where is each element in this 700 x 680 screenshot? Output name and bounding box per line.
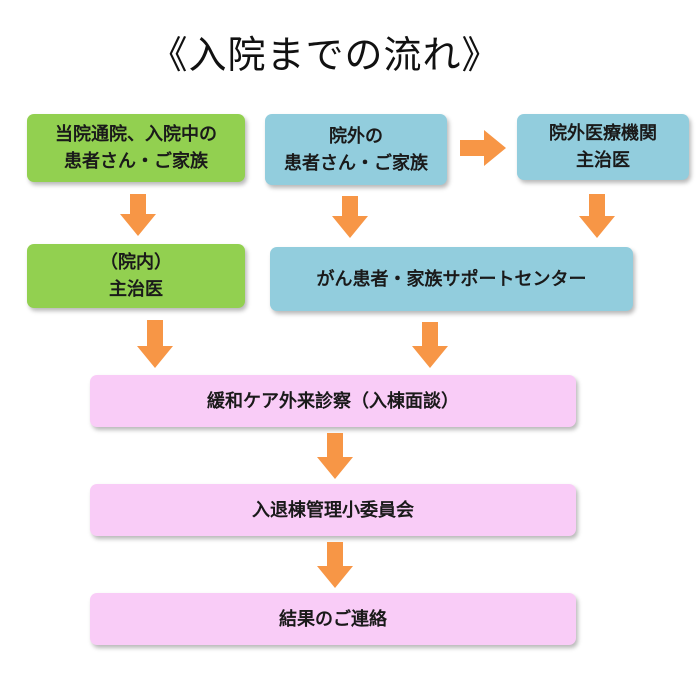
down-arrow-icon <box>120 194 156 236</box>
down-arrow-icon <box>317 433 353 479</box>
external-patients-box: 院外の 患者さん・ご家族 <box>265 114 447 185</box>
right-arrow-icon <box>460 130 506 166</box>
down-arrow-icon <box>412 322 448 368</box>
external-institution-line2: 主治医 <box>576 150 630 171</box>
external-patients-line1: 院外の <box>329 125 383 147</box>
committee-box: 入退棟管理小委員会 <box>90 484 576 536</box>
result-label: 結果のご連絡 <box>279 608 387 630</box>
down-arrow-icon <box>332 196 368 238</box>
page-title: 《入院までの流れ》 <box>149 33 501 77</box>
down-arrow-icon <box>137 320 173 368</box>
support-center-box: がん患者・家族サポートセンター <box>270 247 633 311</box>
external-institution-box: 院外医療機関 主治医 <box>517 114 689 180</box>
external-institution-line1: 院外医療機関 <box>549 123 657 144</box>
in-hospital-doctor-box: （院内） 主治医 <box>27 244 245 308</box>
down-arrow-icon <box>579 194 615 238</box>
current-patients-line2: 患者さん・ご家族 <box>64 151 208 172</box>
palliative-clinic-box: 緩和ケア外来診察（入棟面談） <box>90 375 576 427</box>
palliative-clinic-label: 緩和ケア外来診察（入棟面談） <box>207 390 459 412</box>
support-center-label: がん患者・家族サポートセンター <box>316 268 587 290</box>
current-patients-box: 当院通院、入院中の 患者さん・ご家族 <box>27 114 245 182</box>
down-arrow-icon <box>317 542 353 588</box>
result-box: 結果のご連絡 <box>90 593 576 645</box>
external-patients-line2: 患者さん・ご家族 <box>284 152 428 174</box>
in-hospital-doctor-line2: 主治医 <box>109 279 163 300</box>
committee-label: 入退棟管理小委員会 <box>252 499 414 521</box>
in-hospital-doctor-line1: （院内） <box>100 252 172 273</box>
current-patients-line1: 当院通院、入院中の <box>55 124 217 145</box>
